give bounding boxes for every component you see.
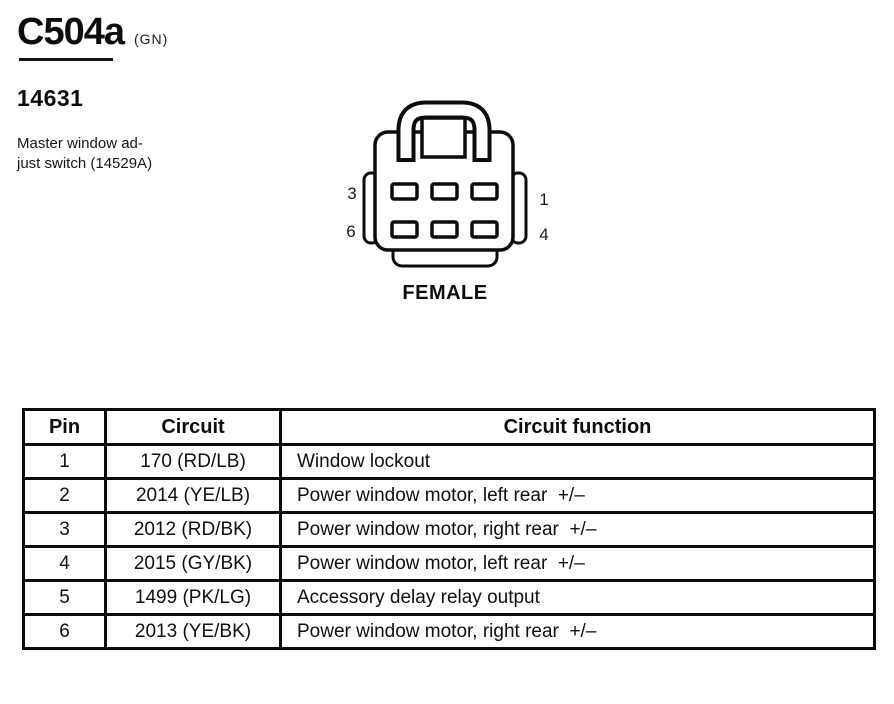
circuit-function-cell: Power window motor, left rear +/– — [279, 477, 876, 514]
table-row: 6 2013 (YE/BK) Power window motor, right… — [22, 613, 876, 650]
circuit-cell: 2015 (GY/BK) — [104, 545, 282, 582]
table-row: 4 2015 (GY/BK) Power window motor, left … — [22, 545, 876, 582]
title-underline-rule — [19, 58, 113, 61]
pin-number-label-3: 3 — [347, 184, 357, 203]
connector-gender-label: FEMALE — [402, 282, 488, 304]
pin-cell: 2 — [22, 477, 107, 514]
column-header-circuit-function: Circuit function — [279, 408, 876, 446]
connector-id-title: C504a — [17, 11, 125, 53]
pin-cavity — [470, 182, 499, 201]
circuit-function-cell: Power window motor, left rear +/– — [279, 545, 876, 582]
table-row: 1 170 (RD/LB) Window lockout — [22, 443, 876, 480]
circuit-function-cell: Power window motor, right rear +/– — [279, 511, 876, 548]
description-line-2: just switch (14529A) — [17, 155, 153, 172]
description-line-1: Master window ad- — [17, 135, 143, 152]
pin-cell: 4 — [22, 545, 107, 582]
pin-cell: 5 — [22, 579, 107, 616]
pin-cavity — [430, 182, 459, 201]
component-description: Master window ad- just switch (14529A) — [17, 134, 197, 174]
pin-cell: 6 — [22, 613, 107, 650]
circuit-cell: 170 (RD/LB) — [104, 443, 282, 480]
table-row: 3 2012 (RD/BK) Power window motor, right… — [22, 511, 876, 548]
circuit-cell: 2014 (YE/LB) — [104, 477, 282, 514]
connector-color-code: (GN) — [134, 31, 169, 47]
table-row: 5 1499 (PK/LG) Accessory delay relay out… — [22, 579, 876, 616]
circuit-cell: 1499 (PK/LG) — [104, 579, 282, 616]
part-number: 14631 — [17, 85, 84, 111]
pin-cavity — [390, 182, 419, 201]
pin-cavity — [390, 220, 419, 239]
pin-number-label-4: 4 — [539, 225, 549, 244]
pin-cell: 3 — [22, 511, 107, 548]
pin-cell: 1 — [22, 443, 107, 480]
table-row: 2 2014 (YE/LB) Power window motor, left … — [22, 477, 876, 514]
column-header-pin: Pin — [22, 408, 107, 446]
pin-number-label-6: 6 — [346, 222, 356, 241]
pin-cavity — [470, 220, 499, 239]
circuit-cell: 2013 (YE/BK) — [104, 613, 282, 650]
connector-latch-tab — [420, 116, 467, 159]
circuit-function-cell: Accessory delay relay output — [279, 579, 876, 616]
pin-number-label-1: 1 — [539, 190, 549, 209]
circuit-cell: 2012 (RD/BK) — [104, 511, 282, 548]
pin-cavity — [430, 220, 459, 239]
pinout-table: Pin Circuit Circuit function 1 170 (RD/L… — [22, 408, 876, 650]
table-header-row: Pin Circuit Circuit function — [22, 408, 876, 446]
circuit-function-cell: Power window motor, right rear +/– — [279, 613, 876, 650]
column-header-circuit: Circuit — [104, 408, 282, 446]
connector-diagram — [362, 100, 528, 268]
circuit-function-cell: Window lockout — [279, 443, 876, 480]
